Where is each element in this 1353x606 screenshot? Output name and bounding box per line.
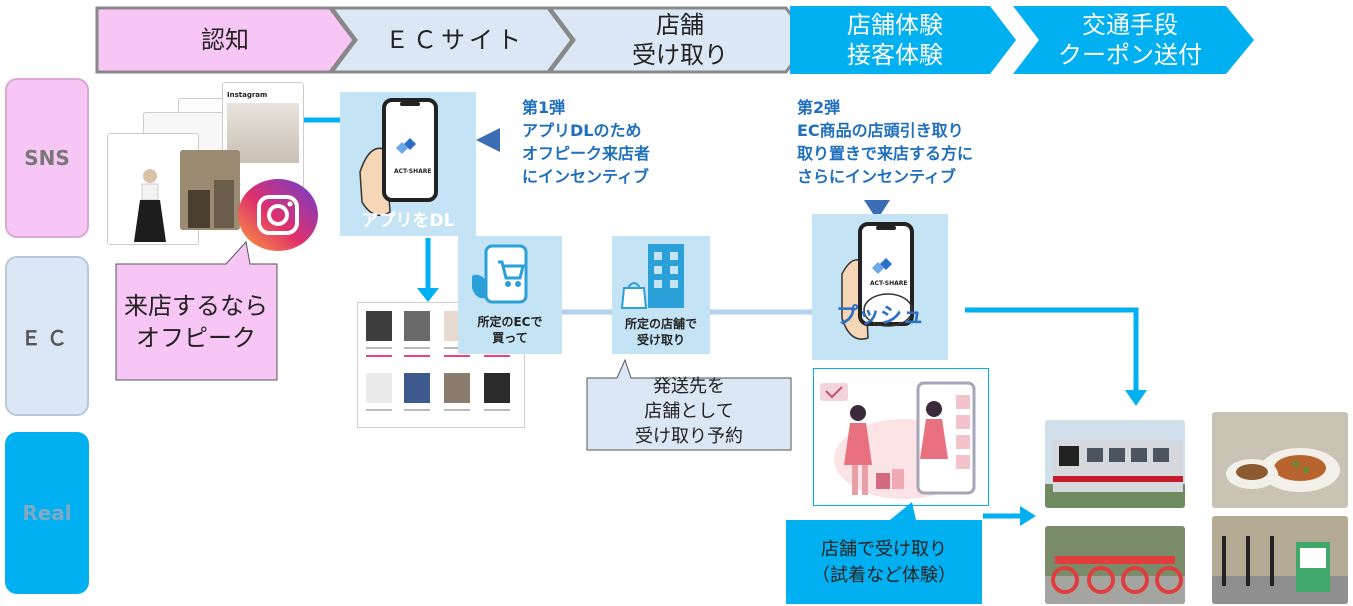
- push-to-transport-arrowhead: [1125, 390, 1147, 406]
- shipping-callout-text: 発送先を 店舗として 受け取り予約: [635, 375, 743, 447]
- campaign1-text: 第1弾 アプリDLのため オフピーク来店者 にインセンティブ: [522, 98, 651, 186]
- cafe-photo: [180, 150, 240, 230]
- stage-chevron-ec: [329, 6, 574, 74]
- pickup-callout-shape: [786, 502, 982, 604]
- ec-product-grid: [357, 302, 525, 428]
- app-down-arrowhead: [417, 288, 439, 302]
- push-to-transport-line: [965, 307, 1139, 392]
- category-sns: SNS: [5, 78, 89, 238]
- app-brand-label: ACT-SHARE: [394, 168, 432, 175]
- stage-label-ec: ＥＣサイト: [385, 26, 525, 54]
- instagram-wordmark: Instagram: [227, 91, 268, 99]
- phone-in-hand-icon: [359, 98, 438, 217]
- stage-label-transport: 交通手段 クーポン送付: [1058, 11, 1202, 69]
- app-download-tile: ACT-SHARE アプリをDL: [340, 92, 476, 236]
- stage-label-awareness: 認知: [201, 26, 249, 54]
- stage-chevron-awareness: [95, 6, 356, 74]
- campaign2-text: 第2弾 EC商品の店頭引き取り 取り置きで来店する方に さらにインセンティブ: [797, 98, 974, 186]
- app-brand-label: ACT-SHARE: [870, 280, 908, 287]
- push-label: プッシュ: [835, 304, 924, 329]
- offpeak-callout-shape: [115, 240, 278, 381]
- stage-label-store-pickup: 店舗 受け取り: [632, 11, 728, 69]
- instagram-icon: [235, 177, 321, 253]
- train-photo: [1045, 420, 1185, 508]
- bike-share-photo: [1045, 526, 1185, 604]
- offpeak-callout-text: 来店するなら オフピーク: [124, 292, 268, 352]
- category-real: Real: [5, 432, 89, 594]
- campaign1-pointer: [476, 128, 500, 152]
- pickup-to-transport-arrowhead: [1020, 506, 1036, 526]
- ec-buy-label: 所定のECで 買って: [477, 315, 543, 345]
- stage-chevron-store-experience: [790, 6, 1016, 74]
- stage-chevrons: [95, 6, 1254, 74]
- stage-chevron-store-pickup: [547, 6, 812, 74]
- shopping-illustration: [813, 368, 989, 506]
- store-pickup-label: 所定の店舗で 受け取り: [624, 317, 697, 347]
- phone-in-hand-icon: [841, 222, 914, 340]
- food-photo: [1212, 412, 1348, 508]
- push-notification-tile: ACT-SHARE プッシュ: [812, 214, 948, 360]
- pickup-callout-text: 店舗で受け取り （試着など体験）: [812, 539, 956, 586]
- category-ec: ＥＣ: [5, 256, 89, 416]
- ec-buy-tile: 所定のECで 買って: [458, 236, 562, 354]
- app-download-label: アプリをDL: [361, 211, 455, 231]
- shipping-callout-shape: [586, 358, 792, 451]
- campaign2-pointer: [864, 200, 890, 220]
- stage-chevron-transport: [1013, 6, 1254, 74]
- scooter-share-photo: [1212, 516, 1348, 604]
- phone-cart-icon: [472, 244, 528, 304]
- building-icon: [620, 244, 684, 309]
- stage-label-store-experience: 店舗体験 接客体験: [847, 11, 943, 69]
- store-pickup-tile: 所定の店舗で 受け取り: [612, 236, 710, 354]
